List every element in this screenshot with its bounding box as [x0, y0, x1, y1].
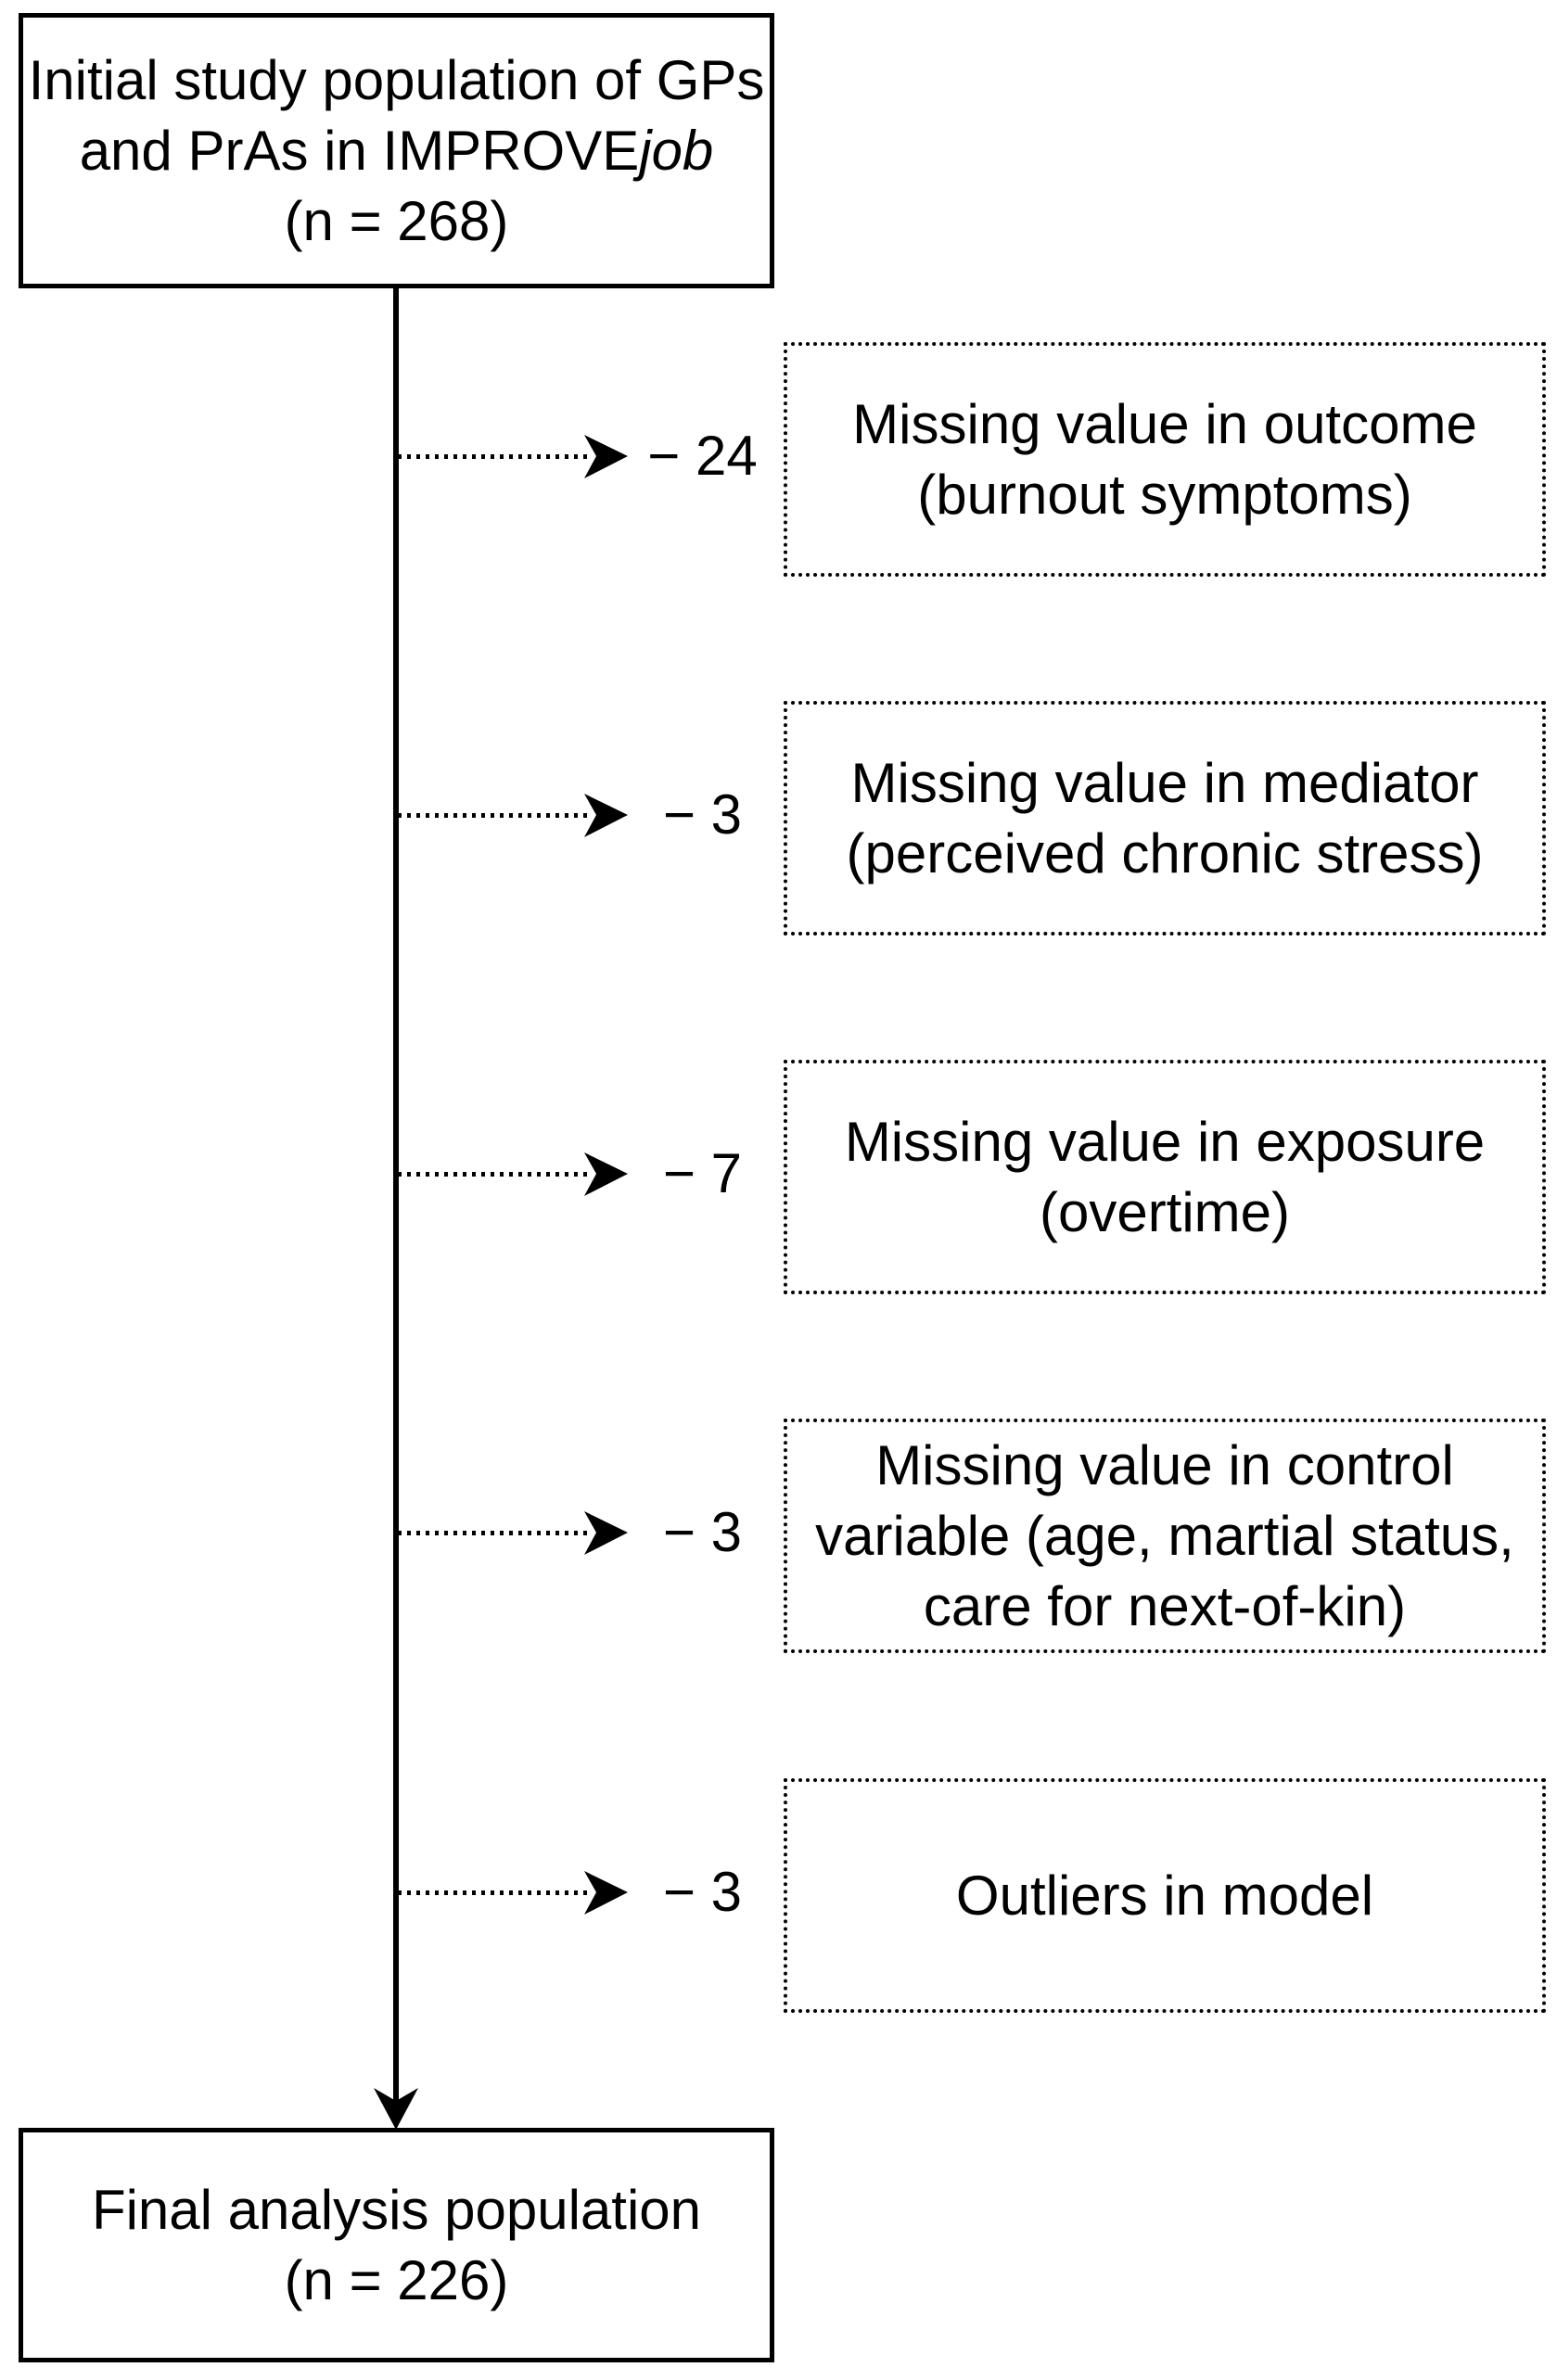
exclusion-box-line: Missing value in control [875, 1433, 1454, 1496]
arrowhead-down-icon [374, 2088, 418, 2130]
exclusion-box-outcome: Missing value in outcome (burnout sympto… [784, 342, 1546, 577]
arrowhead-right-icon [584, 1152, 628, 1196]
exclusion-count: − 3 [662, 1501, 743, 1563]
exclusion-arrow-line [398, 454, 589, 459]
exclusion-count: − 3 [662, 1861, 743, 1923]
exclusion-arrow-line [398, 1890, 589, 1895]
exclusion-box-mediator: Missing value in mediator (perceived chr… [784, 701, 1546, 935]
exclusion-count: − 24 [647, 425, 758, 487]
exclusion-box-line: (perceived chronic stress) [846, 821, 1484, 885]
exclusion-box-exposure: Missing value in exposure (overtime) [784, 1060, 1546, 1294]
exclusion-count: − 3 [662, 783, 743, 846]
exclusion-arrow-line [398, 1531, 589, 1535]
arrowhead-right-icon [584, 1871, 628, 1915]
exclusion-arrow-line [398, 813, 589, 818]
exclusion-box-line: variable (age, martial status, [815, 1504, 1514, 1567]
exclusion-box-line: (burnout symptoms) [917, 463, 1412, 526]
exclusion-box-control-variables: Missing value in control variable (age, … [784, 1419, 1546, 1653]
initial-population-line2-text: and PrAs in IMPROVE [79, 119, 640, 182]
initial-population-count: (n = 268) [284, 189, 509, 252]
arrowhead-right-icon [584, 435, 628, 478]
exclusion-box-line: care for next-of-kin) [923, 1574, 1407, 1637]
exclusion-box-line: (overtime) [1039, 1180, 1291, 1243]
exclusion-box-line: Missing value in outcome [852, 392, 1477, 455]
exclusion-box-line: Outliers in model [955, 1864, 1374, 1927]
arrowhead-right-icon [584, 1511, 628, 1555]
exclusion-count: − 7 [662, 1142, 743, 1204]
final-population-line1: Final analysis population [91, 2178, 702, 2241]
final-population-count: (n = 226) [284, 2248, 509, 2311]
arrowhead-right-icon [584, 794, 628, 837]
exclusion-box-outliers: Outliers in model [784, 1778, 1546, 2013]
exclusion-box-line: Missing value in mediator [850, 751, 1479, 814]
main-flow-line [393, 286, 399, 2104]
initial-population-line2: and PrAs in IMPROVEjob [80, 116, 714, 186]
final-population-box: Final analysis population (n = 226) [19, 2128, 774, 2362]
initial-population-box: Initial study population of GPs and PrAs… [19, 13, 774, 288]
initial-population-line2-italic: job [639, 119, 714, 182]
exclusion-box-line: Missing value in exposure [844, 1110, 1486, 1173]
initial-population-line1: Initial study population of GPs [28, 48, 765, 111]
exclusion-arrow-line [398, 1172, 589, 1177]
